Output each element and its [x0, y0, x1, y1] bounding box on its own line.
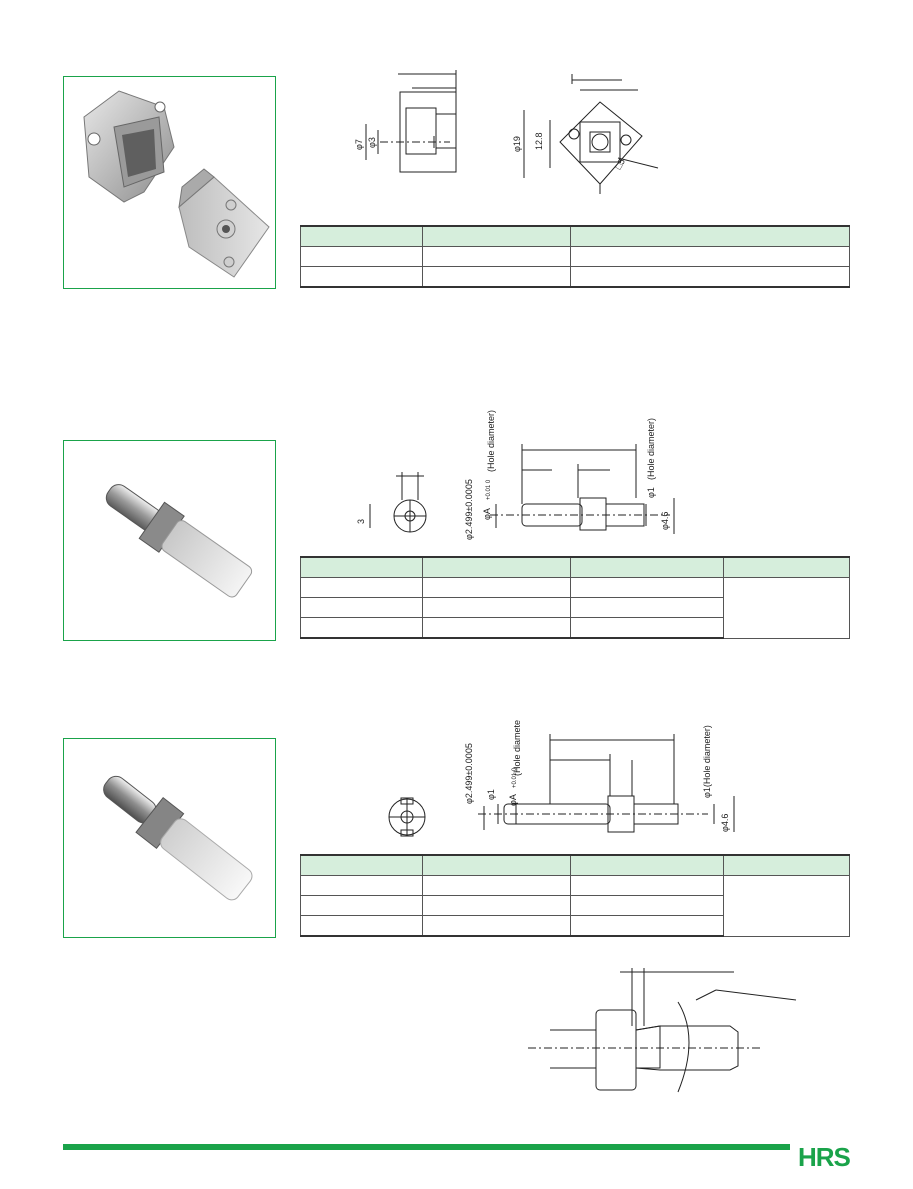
- adapter-photo-illustration: [83, 90, 270, 278]
- table-row: [300, 915, 850, 937]
- dim-a-label: φA: [482, 508, 492, 520]
- table-header-row: [300, 854, 850, 876]
- table-header-row: [300, 225, 850, 247]
- ferrule-b-side-drawing: φ2.499±0.0005 φ1 φA +0.01 0 (Hole diamet…: [458, 720, 748, 840]
- table-header-row: [300, 556, 850, 578]
- footer-accent-bar: [63, 1144, 790, 1150]
- dim-d1-hole: φ1(Hole diameter): [702, 725, 712, 798]
- dim-d19: φ19: [512, 136, 522, 152]
- adapter-spec-table: [300, 225, 850, 288]
- ferrule-b-end-view: [384, 794, 430, 840]
- table-row: [300, 617, 850, 639]
- dim-sq5: □5: [613, 157, 627, 171]
- dim-d1: φ1: [486, 789, 496, 800]
- table-row: [300, 246, 850, 267]
- ferrule-a-spec-table: [300, 556, 850, 639]
- dim-a-label: φA: [508, 794, 518, 806]
- dim-d2499: φ2.499±0.0005: [464, 479, 474, 540]
- dim-three: 3: [356, 519, 366, 524]
- dim-a-tol: +0.01 0: [512, 767, 518, 788]
- adapter-side-drawing: φ7 φ3: [340, 68, 480, 188]
- adapter-front-drawing: φ19 12.8 □5: [500, 70, 670, 200]
- dim-d2499: φ2.499±0.0005: [464, 743, 474, 804]
- table-row: [300, 875, 850, 937]
- dim-h128: 12.8: [534, 132, 544, 150]
- table-row: [300, 895, 850, 916]
- dim-hole-right: (Hole diameter): [646, 418, 656, 480]
- ferrule-tip-detail-drawing: [520, 966, 800, 1096]
- dim-d46: φ4.6: [720, 814, 730, 832]
- table-row: [300, 597, 850, 618]
- ferrule-b-spec-table: [300, 854, 850, 937]
- dim-hole-top: (Hole diameter): [486, 410, 496, 472]
- ferrule-photo-illustration: [105, 484, 253, 598]
- dim-d1: φ1: [646, 487, 656, 498]
- dim-hole-mid: (Hole diameter): [512, 720, 522, 776]
- dim-a-tol: +0.01 0: [486, 479, 492, 500]
- dim-d3: φ3: [367, 137, 377, 148]
- ferrule-b-photo-illustration: [103, 775, 253, 901]
- table-row: [300, 266, 850, 288]
- ferrule-a-drawing: 3 φ2.499±0.0005 φA +0.01 0 (Hole diamete…: [350, 400, 690, 550]
- product-photo-ferrule-a: [63, 440, 276, 641]
- hrs-logo: HRS: [796, 1140, 852, 1172]
- product-photo-ferrule-b: [63, 738, 276, 938]
- hrs-logo-text: HRS: [798, 1142, 850, 1172]
- table-row: [300, 577, 850, 639]
- dim-d46: φ4.6: [660, 512, 670, 530]
- dim-d7: φ7: [354, 139, 364, 150]
- product-photo-adapter: [63, 76, 276, 289]
